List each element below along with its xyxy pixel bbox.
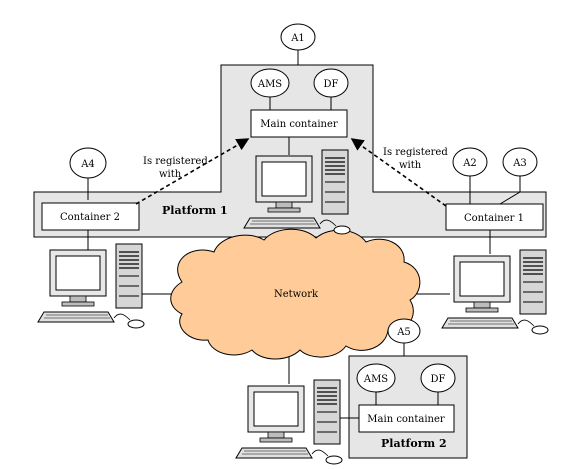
df-label-platform1: DF bbox=[324, 79, 339, 90]
agent-a1-label: A1 bbox=[290, 33, 305, 44]
computer-container1 bbox=[441, 249, 549, 335]
registration-left-line2: with bbox=[159, 169, 182, 180]
network-cloud bbox=[170, 228, 421, 360]
platform1-region bbox=[33, 64, 547, 238]
container-2-box bbox=[41, 202, 140, 231]
main-container-platform2-label: Main container bbox=[367, 414, 445, 425]
ams-label-platform2: AMS bbox=[363, 374, 388, 385]
df-label-platform2: DF bbox=[431, 374, 446, 385]
computer-platform2 bbox=[235, 379, 343, 465]
main-container-platform1-label: Main container bbox=[260, 119, 338, 130]
main-container-platform1-box bbox=[250, 109, 348, 138]
df-icon-platform2 bbox=[420, 363, 456, 393]
registration-right-line2: with bbox=[399, 160, 422, 171]
agent-a4 bbox=[69, 147, 107, 179]
ams-label-platform1: AMS bbox=[257, 79, 282, 90]
agent-a3-label: A3 bbox=[512, 158, 527, 169]
agent-a1 bbox=[280, 23, 316, 51]
agent-a5-label: A5 bbox=[396, 327, 411, 338]
main-container-platform2-box bbox=[358, 404, 455, 433]
registration-arrow-left bbox=[135, 138, 250, 205]
registration-right-line1: Is registered bbox=[383, 147, 448, 158]
ams-icon-platform1 bbox=[250, 68, 290, 98]
agent-a3 bbox=[502, 147, 538, 177]
container-1-box bbox=[445, 203, 544, 231]
agent-a5 bbox=[387, 318, 421, 344]
agent-a4-label: A4 bbox=[80, 159, 95, 170]
df-icon-platform1 bbox=[313, 68, 349, 98]
agent-a2-label: A2 bbox=[462, 158, 477, 169]
computer-container2 bbox=[37, 243, 145, 329]
container-1-label: Container 1 bbox=[464, 213, 524, 224]
container-2-label: Container 2 bbox=[60, 212, 120, 223]
registration-arrow-right bbox=[350, 138, 447, 207]
registration-left-line1: Is registered bbox=[143, 156, 208, 167]
platform1-title: Platform 1 bbox=[162, 204, 228, 217]
platform2-title: Platform 2 bbox=[381, 437, 447, 450]
network-label: Network bbox=[274, 289, 319, 300]
agent-a2 bbox=[452, 147, 488, 177]
ams-icon-platform2 bbox=[356, 363, 396, 393]
